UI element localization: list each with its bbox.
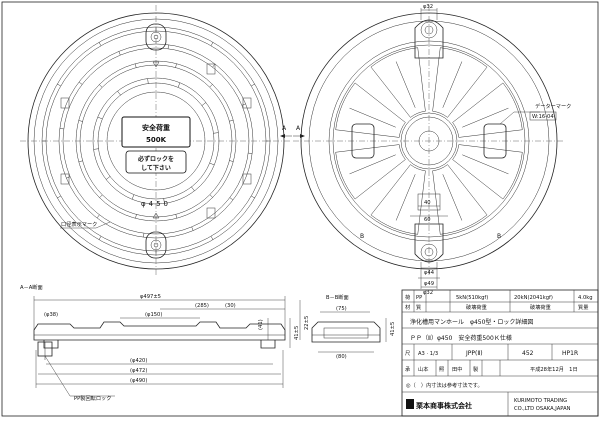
top-lock-housing-icon <box>414 19 444 59</box>
pp-lock-label: PP製回転ロック <box>74 394 111 402</box>
tb-product-title: 浄化槽用マンホール φ450型・ロック詳細図 <box>410 318 533 326</box>
tb-code3: HP1R <box>562 350 578 357</box>
section-mark-b-left: B <box>360 233 364 240</box>
dim-44: φ44 <box>424 270 435 276</box>
dim-30: (30) <box>225 303 236 309</box>
dim-41-5: 41±5 <box>294 326 300 340</box>
tb-row1-c2: PP <box>416 295 422 301</box>
tb-company-en-2: CO.,LTD OSAKA,JAPAN <box>514 406 571 412</box>
tb-sign-label-1: 承 <box>405 365 411 373</box>
section-mark-a-right: A <box>296 125 301 132</box>
safety-load-text: 安全荷重 <box>142 123 170 132</box>
dim-49: φ49 <box>424 281 434 287</box>
section-mark-b-right: B <box>497 233 501 240</box>
company-logo-icon <box>406 399 414 409</box>
dim-497: φ497±5 <box>140 294 161 300</box>
caliber-mark-label: 口径表示マーク <box>61 220 97 228</box>
tb-sign-label-3: 製 <box>473 365 478 373</box>
date-mark-box <box>529 111 557 121</box>
tb-code2: 452 <box>522 350 534 357</box>
bottom-lock-icon <box>145 231 167 259</box>
bottom-lock-housing-icon <box>414 223 444 263</box>
tb-row2-c3: 破壊荷重 <box>466 303 487 311</box>
top-lock-icon <box>145 23 167 51</box>
cover-bottom-view: φ32 データーマーク W:16-04 A B B 40 60 φ44 φ49 … <box>293 4 571 296</box>
cover-top-view: 安全荷重 500K 必ずロックを して下さい φ450 口径表示マーク A <box>20 5 292 277</box>
tb-row2-c2: 質 <box>416 303 421 311</box>
tb-row2-c1: 材 <box>405 303 410 311</box>
tb-scale-value: A3 · 1/3 <box>418 351 438 357</box>
tb-code1: JPP(Ⅱ) <box>465 350 483 357</box>
tb-row1-c3: 5kN(510kgf) <box>456 295 488 301</box>
lock-warning-line1: 必ずロックを <box>137 155 174 163</box>
dim-40: 40 <box>424 200 431 206</box>
bb-dim-41-5: 41±5 <box>390 322 396 336</box>
tb-company: 栗本商事株式会社 <box>416 401 472 410</box>
dim-22: 22±5 <box>304 316 310 330</box>
tb-sign-label-2: 照 <box>439 366 444 373</box>
tb-date: 平成28年12月 1日 <box>530 365 578 373</box>
tb-scale-label: 尺 <box>405 350 410 357</box>
dim-490: (φ490) <box>130 378 147 384</box>
tb-row1-c5: 4.0kg <box>578 295 593 301</box>
section-aa-view: A－A断面 φ497±5 (285) (30) (φ150) (φ38) (41… <box>20 283 310 402</box>
dim-150: (φ150) <box>145 312 162 318</box>
bb-dim-80: (80) <box>336 354 347 360</box>
tb-row1-c1: 荷 <box>405 293 410 301</box>
bb-dim-75: (75) <box>336 306 347 312</box>
dim-472: (φ472) <box>130 368 147 374</box>
dim-60: 60 <box>424 217 431 223</box>
dim-285: (285) <box>195 303 209 309</box>
dim-32-bottom: φ32 <box>423 290 433 296</box>
date-mark-label: データーマーク <box>535 102 571 110</box>
section-aa-title: A－A断面 <box>20 283 43 291</box>
tb-row1-c4: 20kN(2041kgf) <box>514 295 553 301</box>
tb-company-en-1: KURIMOTO TRADING <box>514 398 567 404</box>
safety-load-value: 500K <box>146 136 167 144</box>
section-bb-title: B－B断面 <box>326 293 349 301</box>
date-mark-code: W:16-04 <box>532 114 554 120</box>
tb-product-subtitle: ＰＰ（Ⅱ）φ450 安全荷重500Ｋ仕様 <box>410 334 512 342</box>
diameter-text: φ450 <box>141 200 171 208</box>
dim-top-32: φ32 <box>423 4 433 10</box>
tb-sign-name-1: 山本 <box>418 365 428 373</box>
tb-row2-c4: 破壊荷重 <box>530 303 551 311</box>
section-mark-a-left: A <box>282 125 287 132</box>
dim-38: (φ38) <box>44 312 58 318</box>
lock-warning-line2: して下さい <box>141 165 171 172</box>
dim-41: (41) <box>258 319 264 330</box>
title-block: 荷 PP 5kN(510kgf) 20kN(2041kgf) 4.0kg 材 質… <box>401 289 599 417</box>
section-bb-view: B－B断面 (75) (80) 41±5 <box>311 293 396 360</box>
tb-row2-c5: 質量 <box>578 303 588 311</box>
section-aa-profile <box>33 321 286 341</box>
tb-sign-name-2: 田中 <box>452 365 462 373</box>
tb-note: ◎（ ）内寸法は参考寸法です。 <box>406 381 483 389</box>
section-bb-profile <box>311 321 381 343</box>
dim-420: (φ420) <box>130 358 147 364</box>
